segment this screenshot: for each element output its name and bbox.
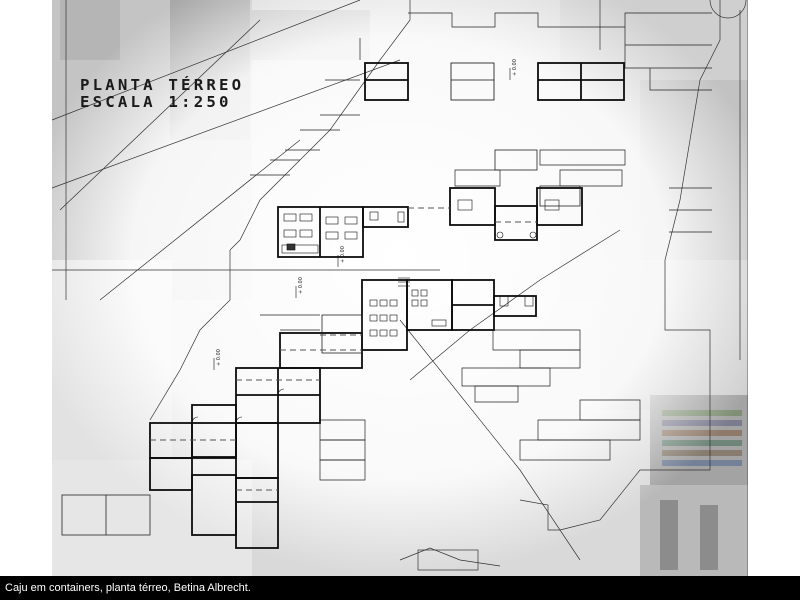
circulation-lines	[150, 207, 537, 491]
container-outlines-light	[61, 149, 581, 536]
level-marker: + 0.00	[509, 59, 518, 80]
furniture	[191, 199, 560, 424]
drawing-title: PLANTA TÉRREO	[80, 76, 245, 94]
svg-text:+ 0.00: + 0.00	[340, 246, 346, 263]
container-modules	[149, 62, 625, 549]
svg-text:+ 0.00: + 0.00	[512, 59, 518, 76]
floor-plan-drawing: + 0.00 + 0.00 + 0.00 + 0.00	[51, 0, 749, 576]
level-marker: + 0.00	[295, 277, 304, 298]
floor-plan-canvas: + 0.00 + 0.00 + 0.00 + 0.00 PLANTA TÉRRE…	[51, 0, 749, 576]
svg-text:+ 0.00: + 0.00	[298, 277, 304, 294]
level-marker: + 0.00	[337, 246, 346, 267]
level-markers: + 0.00 + 0.00 + 0.00 + 0.00	[213, 59, 518, 370]
caption-bar: Caju em containers, planta térreo, Betin…	[0, 576, 800, 600]
drawing-scale: ESCALA 1:250	[80, 93, 232, 111]
caption-text: Caju em containers, planta térreo, Betin…	[5, 582, 251, 594]
svg-text:+ 0.00: + 0.00	[216, 349, 222, 366]
stepped-outlines	[250, 12, 712, 481]
level-marker: + 0.00	[213, 349, 222, 370]
